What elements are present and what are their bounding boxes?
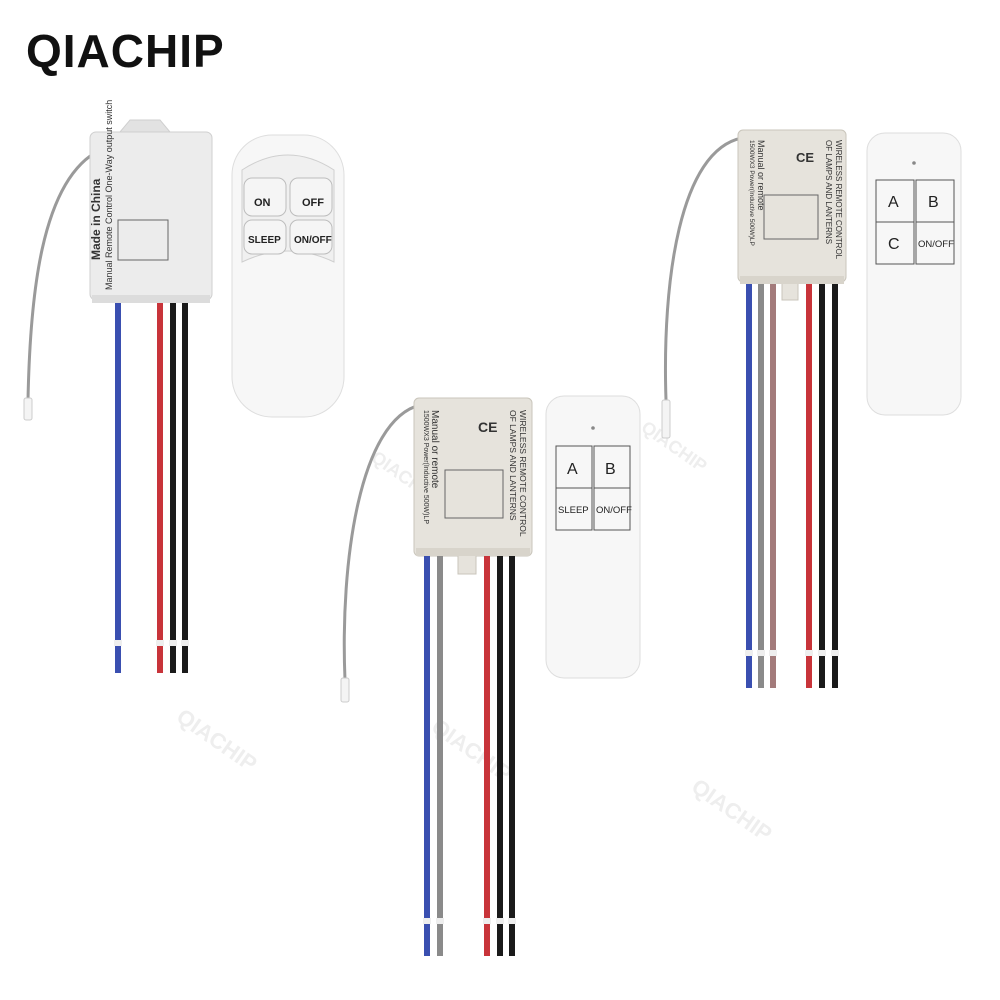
wire-black <box>497 556 503 956</box>
antenna-tip <box>661 399 671 439</box>
wire-blue <box>746 284 752 688</box>
module-label: Manual Remote Control One-Way output swi… <box>104 100 114 290</box>
wire-blue <box>424 556 430 956</box>
module-label: WIRELESS REMOTE CONTROL <box>834 140 843 260</box>
wire-gray <box>770 284 776 688</box>
button-label-a: A <box>888 194 899 211</box>
module-label: 1500WX3 Power(Inductive 500W)LP <box>748 140 755 246</box>
remote-button-onoff <box>593 487 631 531</box>
wire-red <box>806 284 812 688</box>
button-label-onoff: ON/OFF <box>294 235 332 246</box>
product-one-way: Manual Remote Control One-Way output swi… <box>23 100 345 673</box>
brand-logo: QIACHIP <box>26 25 225 77</box>
wire-black <box>832 284 838 688</box>
watermark: QIACHIP <box>687 774 776 847</box>
wire-red <box>484 556 490 956</box>
wire-black <box>182 303 188 673</box>
ce-mark: CE <box>478 419 497 435</box>
antenna-wire <box>26 148 101 401</box>
wire-bundle <box>423 556 516 956</box>
remote-button-a <box>875 179 915 223</box>
wire-gray <box>758 284 764 688</box>
wire-black <box>819 284 825 688</box>
wire-bundle <box>745 284 839 688</box>
remote-button-on <box>243 177 287 217</box>
watermark: QIACHIP <box>638 417 711 476</box>
antenna-wire <box>664 136 743 401</box>
remote-button-onoff <box>915 221 955 265</box>
wiring-diagram <box>444 469 504 519</box>
module-label: 1500WX3 Power(Inductive 500W)LP <box>422 410 429 524</box>
wire-red <box>157 303 163 673</box>
button-label-sleep: SLEEP <box>248 235 281 246</box>
module-label: WIRELESS REMOTE CONTROL <box>518 410 528 537</box>
remote-button-c <box>875 221 915 265</box>
remote-control: ON OFF SLEEP ON/OFF <box>231 134 345 418</box>
remote-button-a <box>555 445 593 489</box>
button-label-a: A <box>567 461 578 478</box>
remote-button-off <box>289 177 333 217</box>
remote-button-sleep <box>243 219 287 255</box>
module-origin: Made in China <box>89 178 103 260</box>
button-label-on: ON <box>254 197 271 209</box>
remote-button-onoff <box>289 219 333 255</box>
module-label: Manual or remote <box>756 140 766 211</box>
module-label: OF LAMPS AND LANTERNS <box>508 410 518 521</box>
wire-black <box>509 556 515 956</box>
remote-control: A B SLEEP ON/OFF <box>545 395 641 679</box>
wire-blue <box>115 303 121 673</box>
button-label-c: C <box>888 236 900 253</box>
button-label-sleep: SLEEP <box>558 505 589 516</box>
button-label-b: B <box>605 461 616 478</box>
antenna-tip <box>23 397 33 421</box>
button-label-onoff: ON/OFF <box>596 505 632 516</box>
module-label: OF LAMPS AND LANTERNS <box>824 140 833 244</box>
remote-button-b <box>915 179 955 223</box>
antenna-wire <box>342 403 421 681</box>
module-label: Manual or remote <box>429 410 440 489</box>
wiring-diagram <box>117 219 169 261</box>
button-label-off: OFF <box>302 197 324 209</box>
wiring-diagram <box>763 194 819 240</box>
button-label-onoff: ON/OFF <box>918 239 954 250</box>
wire-gray <box>437 556 443 956</box>
remote-button-sleep <box>555 487 593 531</box>
wire-bundle <box>114 303 189 673</box>
ce-mark: CE <box>796 150 814 165</box>
product-two-way: WIRELESS REMOTE CONTROL OF LAMPS AND LAN… <box>340 395 641 956</box>
remote-control: A B C ON/OFF <box>866 132 962 416</box>
watermark: QIACHIP <box>172 704 261 777</box>
product-three-way: WIRELESS REMOTE CONTROL OF LAMPS AND LAN… <box>661 129 962 688</box>
button-label-b: B <box>928 194 939 211</box>
wire-black <box>170 303 176 673</box>
antenna-tip <box>340 677 350 703</box>
